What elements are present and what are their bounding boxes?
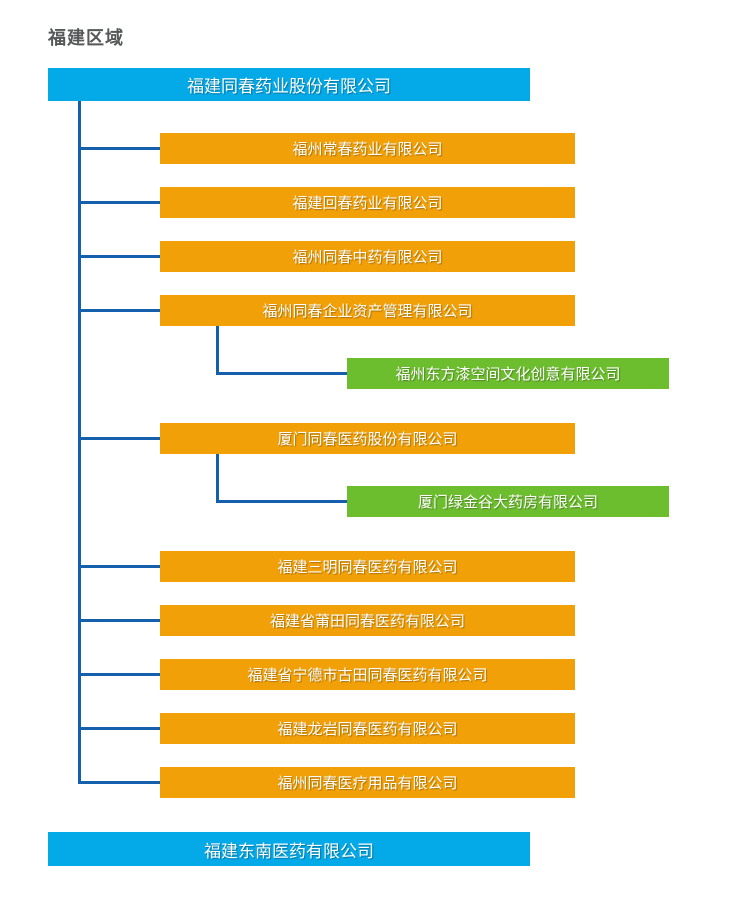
org-node-child-1[interactable]: 福州常春药业有限公司 bbox=[160, 133, 575, 164]
org-node-child-6[interactable]: 福建三明同春医药有限公司 bbox=[160, 551, 575, 582]
connector-line-child-6 bbox=[78, 565, 162, 568]
connector-line-sub-5-vertical bbox=[216, 454, 219, 503]
org-node-root[interactable]: 福建同春药业股份有限公司 bbox=[48, 68, 530, 101]
connector-line-child-10 bbox=[78, 781, 162, 784]
connector-line-sub-4-vertical bbox=[216, 326, 219, 375]
org-node-child-4[interactable]: 福州同春企业资产管理有限公司 bbox=[160, 295, 575, 326]
page-title: 福建区域 bbox=[48, 28, 124, 48]
org-node-child-10[interactable]: 福州同春医疗用品有限公司 bbox=[160, 767, 575, 798]
connector-line-child-3 bbox=[78, 255, 162, 258]
connector-line-sub-4-horizontal bbox=[216, 372, 350, 375]
org-node-child-3[interactable]: 福州同春中药有限公司 bbox=[160, 241, 575, 272]
org-node-child-9[interactable]: 福建龙岩同春医药有限公司 bbox=[160, 713, 575, 744]
connector-line-child-9 bbox=[78, 727, 162, 730]
org-node-child-8[interactable]: 福建省宁德市古田同春医药有限公司 bbox=[160, 659, 575, 690]
org-node-footer[interactable]: 福建东南医药有限公司 bbox=[48, 832, 530, 866]
connector-line-child-5 bbox=[78, 437, 162, 440]
connector-line-child-8 bbox=[78, 673, 162, 676]
trunk-connector-line bbox=[78, 101, 81, 783]
connector-line-child-4 bbox=[78, 309, 162, 312]
org-node-sub-5-1[interactable]: 厦门绿金谷大药房有限公司 bbox=[347, 486, 669, 517]
connector-line-sub-5-horizontal bbox=[216, 500, 350, 503]
org-node-child-2[interactable]: 福建回春药业有限公司 bbox=[160, 187, 575, 218]
org-node-sub-4-1[interactable]: 福州东方漆空间文化创意有限公司 bbox=[347, 358, 669, 389]
connector-line-child-7 bbox=[78, 619, 162, 622]
connector-line-child-2 bbox=[78, 201, 162, 204]
org-node-child-7[interactable]: 福建省莆田同春医药有限公司 bbox=[160, 605, 575, 636]
connector-line-child-1 bbox=[78, 147, 162, 150]
org-node-child-5[interactable]: 厦门同春医药股份有限公司 bbox=[160, 423, 575, 454]
